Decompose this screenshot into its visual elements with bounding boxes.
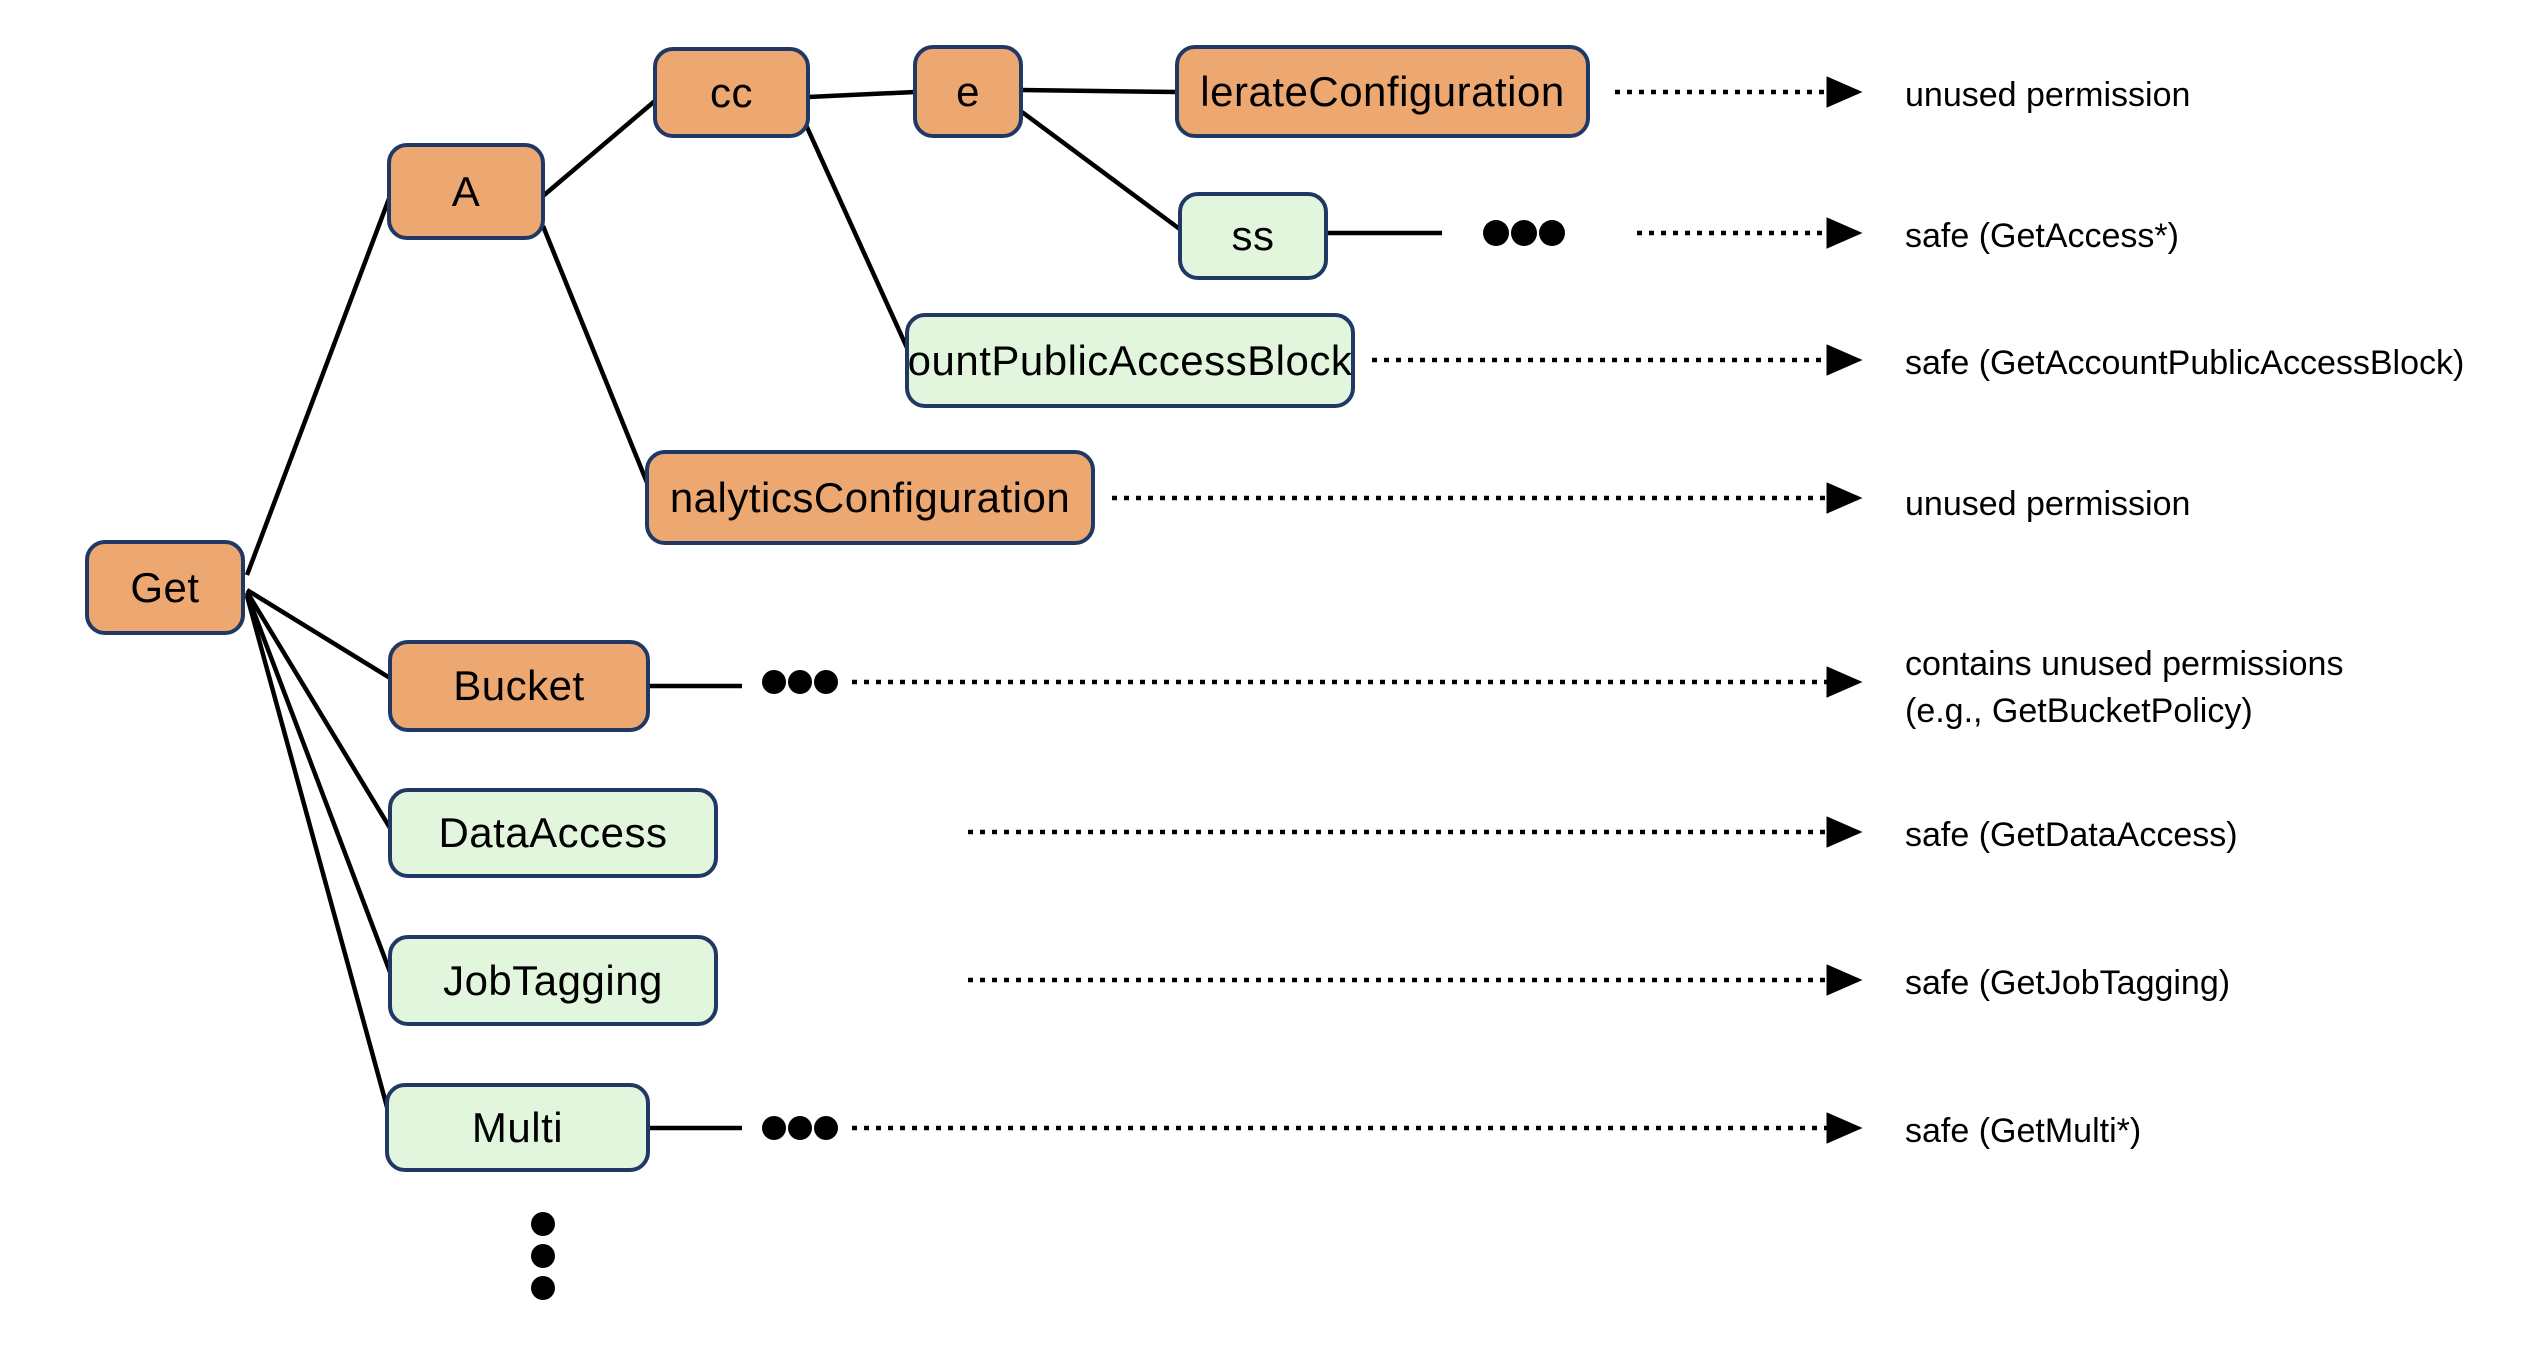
annotation-safe-getdataaccess: safe (GetDataAccess) [1905,816,2238,854]
ellipsis-icon-bucket-subtree [762,670,838,694]
edge-get-dataaccess [245,590,392,830]
annotation-safe-getjobtagging: safe (GetJobTagging) [1905,964,2231,1002]
node-bucket: Bucket [388,640,650,732]
annotation-safe-getaccess: safe (GetAccess*) [1905,217,2179,255]
ellipsis-icon-ss-subtree [1483,220,1565,246]
edge-cc-e [807,89,916,100]
node-multi: Multi [385,1083,650,1172]
ellipsis-icon-multi-subtree [762,1116,838,1140]
edge-get-a [244,195,393,576]
node-lerateconfiguration: lerateConfiguration [1175,45,1590,138]
node-a: A [387,143,545,240]
ellipsis-icon-more-children [531,1212,555,1300]
node-ountpublicaccessblock: ountPublicAccessBlock [905,313,1355,408]
edge-a-cc [541,98,658,198]
annotation-unused-permission-1: unused permission [1905,76,2191,114]
node-e: e [913,45,1023,138]
node-cc: cc [653,47,810,138]
annotation-line-2: (e.g., GetBucketPolicy) [1905,692,2253,730]
edge-e-ss [1020,110,1183,232]
node-jobtagging: JobTagging [388,935,718,1026]
node-get: Get [85,540,245,635]
edge-get-multi [244,595,393,1119]
annotation-safe-getmulti: safe (GetMulti*) [1905,1112,2142,1150]
node-nalyticsconfiguration: nalyticsConfiguration [645,450,1095,545]
node-dataaccess: DataAccess [388,788,718,878]
node-ss: ss [1178,192,1328,280]
edge-cc-ount [803,124,911,351]
annotation-unused-permission-2: unused permission [1905,485,2191,523]
edge-e-lerate [1020,87,1178,95]
annotation-safe-getaccountpublicaccessblock: safe (GetAccountPublicAccessBlock) [1905,344,2465,382]
edge-a-nalytics [540,225,653,491]
edge-get-jobtagging [244,593,393,973]
annotation-contains-unused-permissions: contains unused permissions (e.g., GetBu… [1905,641,2343,735]
annotation-line-1: contains unused permissions [1905,645,2344,683]
edge-get-bucket [245,588,392,680]
